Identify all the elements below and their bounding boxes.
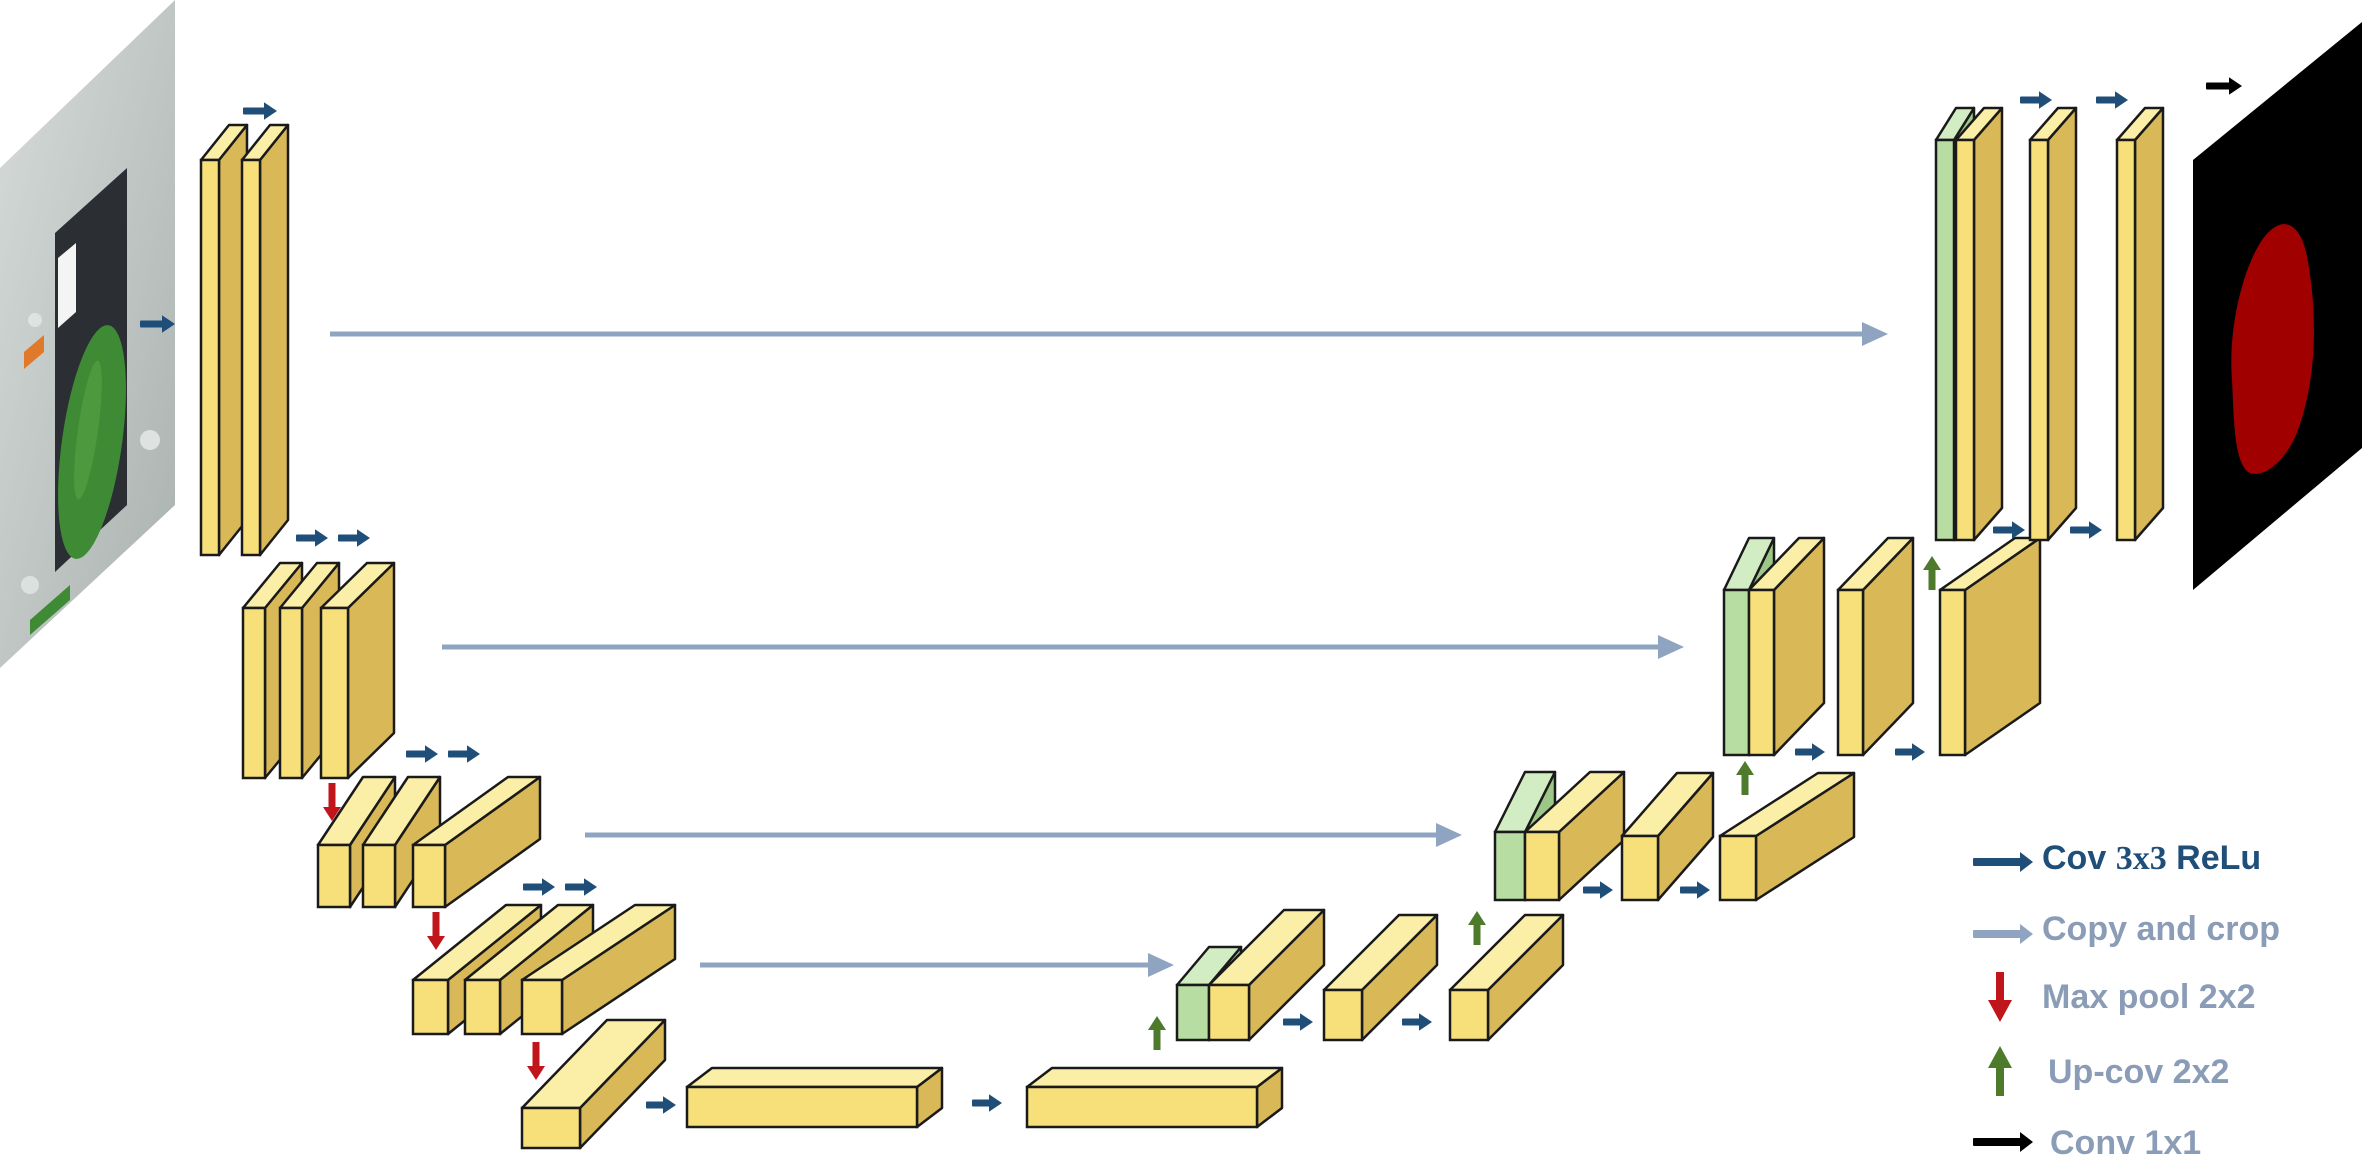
dec1-block-1 <box>1954 106 2004 542</box>
dec2-block-1 <box>1747 536 1826 757</box>
enc4-block-3 <box>520 903 677 1036</box>
legend-pool-icon <box>1988 972 2012 1022</box>
conv-arrow-enc4-a <box>523 878 555 896</box>
maxpool-arrow-1 <box>323 783 341 821</box>
conv-arrow-enc4-b <box>565 878 597 896</box>
copy-arrow-level-4 <box>700 953 1174 977</box>
conv1x1-arrow <box>2206 77 2242 95</box>
enc3-block-3 <box>411 775 542 909</box>
leaf-photo-icon <box>30 325 126 635</box>
conv-arrow-dec1-top-a <box>2020 91 2052 109</box>
output-mask <box>2193 22 2362 590</box>
conv-arrow-enc1-top <box>243 102 277 120</box>
operation-arrows <box>140 77 2242 1114</box>
conv-arrow-dec3-b <box>1680 881 1710 899</box>
dec2-block-3 <box>1938 536 2042 757</box>
legend-conv-label: Cov 3x3 ReLu <box>2042 839 2261 877</box>
upconv-arrow-2 <box>1468 911 1486 945</box>
conv-arrow-enc2-a <box>296 529 328 547</box>
dec3-block-1 <box>1523 770 1626 902</box>
enc1-block-2 <box>240 123 290 557</box>
conv-arrow-dec4-b <box>1402 1013 1432 1031</box>
upconv-arrow-4 <box>1923 556 1941 590</box>
dec3-block-2 <box>1620 771 1715 902</box>
dec2-block-2 <box>1836 536 1915 757</box>
conv-arrow-enc3-b <box>448 745 480 763</box>
legend-pool-label: Max pool 2x2 <box>2042 978 2256 1016</box>
conv-arrow-dec3-a <box>1583 881 1613 899</box>
conv-arrow-bottleneck-a <box>646 1096 676 1114</box>
maxpool-arrow-2 <box>427 912 445 950</box>
enc2-block-3 <box>319 561 396 780</box>
legend-conv-icon <box>1973 852 2033 872</box>
bottleneck-block-1 <box>520 1018 667 1150</box>
upconv-arrow-1 <box>1148 1016 1166 1050</box>
dec4-block-3 <box>1448 913 1565 1042</box>
dec4-block-2 <box>1322 913 1439 1042</box>
legend-copy-icon <box>1973 924 2033 944</box>
dec1-block-2 <box>2028 106 2078 542</box>
legend-conv1x1-label: Conv 1x1 <box>2050 1124 2201 1160</box>
copy-arrows <box>330 322 1888 977</box>
conv-arrow-enc3-a <box>406 745 438 763</box>
copy-arrow-level-3 <box>585 823 1462 847</box>
conv-arrow-dec1-top-b <box>2096 91 2128 109</box>
legend-copy-label: Copy and crop <box>2042 910 2280 948</box>
legend-conv1x1-icon <box>1973 1132 2033 1152</box>
conv-arrow-input <box>140 315 175 333</box>
feature-maps <box>199 106 2165 1150</box>
conv-arrow-bottleneck-b <box>972 1094 1002 1112</box>
segmentation-mask-icon <box>2231 224 2314 474</box>
dec3-block-3 <box>1718 771 1856 902</box>
maxpool-arrow-3 <box>527 1042 545 1080</box>
input-image <box>0 0 175 668</box>
conv-arrow-dec4-a <box>1283 1013 1313 1031</box>
copy-arrow-level-1 <box>330 322 1888 346</box>
conv-arrow-dec2-a <box>1795 743 1825 761</box>
upconv-arrow-3 <box>1736 761 1754 795</box>
legend: Cov 3x3 ReLu Copy and crop Max pool 2x2 … <box>1973 839 2280 1160</box>
copy-arrow-level-2 <box>442 635 1684 659</box>
bottleneck-block-2 <box>685 1066 944 1129</box>
conv-arrow-enc2-b <box>338 529 370 547</box>
dec4-block-1 <box>1207 908 1326 1042</box>
conv-arrow-dec2-b <box>1895 743 1925 761</box>
bottleneck-block-3 <box>1025 1066 1284 1129</box>
conv-arrow-dec1-b <box>2070 521 2102 539</box>
enc1-block-1 <box>199 123 249 557</box>
conv-arrow-dec1-a <box>1993 521 2025 539</box>
dec1-block-3 <box>2115 106 2165 542</box>
legend-upconv-label: Up-cov 2x2 <box>2048 1053 2229 1091</box>
legend-upconv-icon <box>1988 1046 2012 1096</box>
